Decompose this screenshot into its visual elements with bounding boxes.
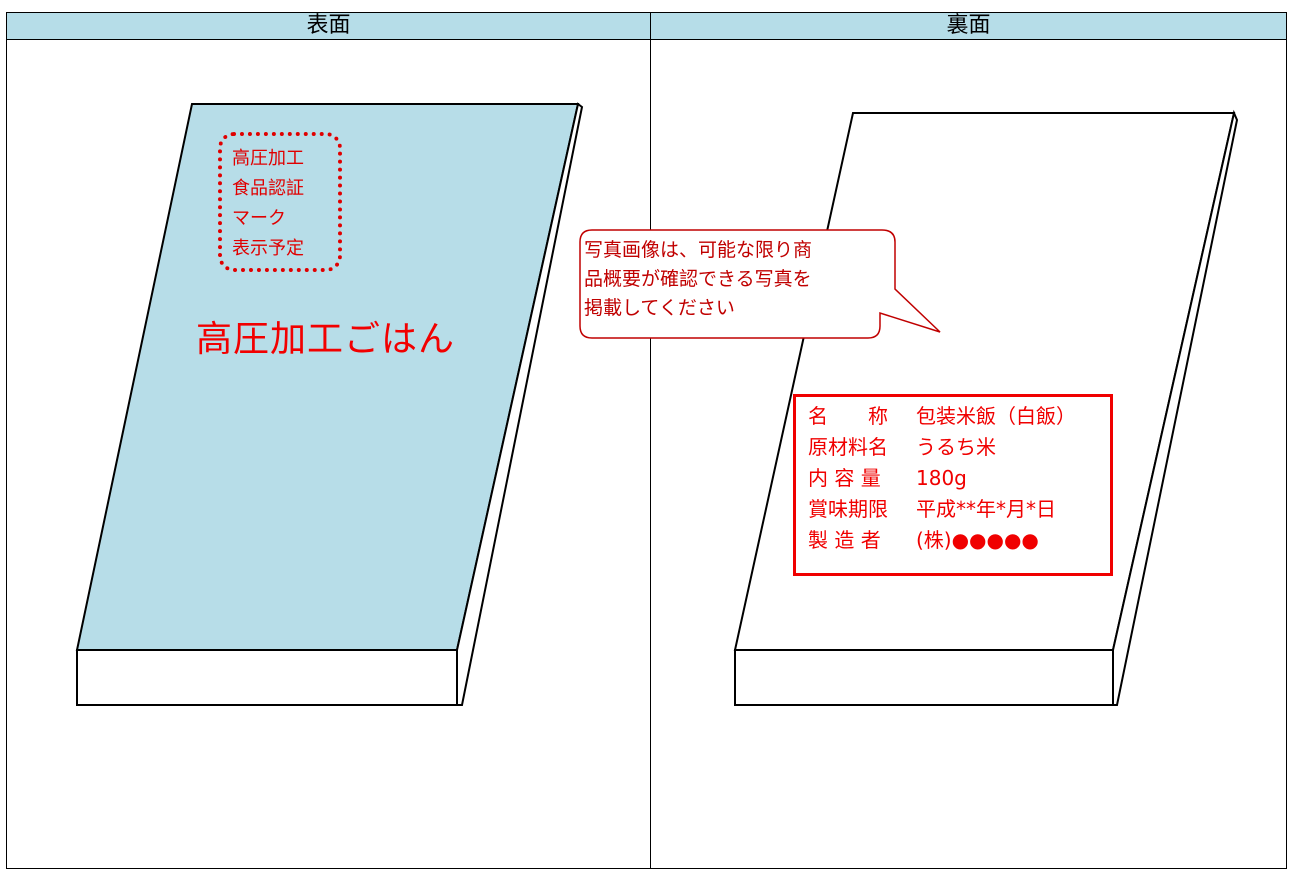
label-value: 180g bbox=[916, 466, 967, 490]
food-label: 名 称 包装米飯（白飯） 原材料名 うるち米 内 容 量 180g 賞味期限 平… bbox=[793, 394, 1113, 576]
label-row: 製 造 者 (株)●●●●● bbox=[808, 525, 1110, 556]
mark-line: マーク bbox=[232, 208, 286, 229]
label-row: 名 称 包装米飯（白飯） bbox=[808, 401, 1110, 432]
mark-line: 食品認証 bbox=[232, 178, 304, 199]
label-key: 内 容 量 bbox=[808, 466, 881, 490]
label-value: (株)●●●●● bbox=[916, 528, 1039, 552]
front-package-edge bbox=[76, 649, 458, 706]
label-value: うるち米 bbox=[916, 435, 996, 459]
label-key: 原材料名 bbox=[808, 435, 888, 459]
label-key: 製 造 者 bbox=[808, 528, 881, 552]
mark-line: 高圧加工 bbox=[232, 148, 304, 169]
label-value: 平成**年*月*日 bbox=[916, 497, 1056, 521]
back-package-side bbox=[1112, 109, 1239, 706]
label-row: 内 容 量 180g bbox=[808, 463, 1110, 494]
front-package-side bbox=[456, 102, 584, 706]
mark-line: 表示予定 bbox=[232, 238, 304, 259]
callout-bubble bbox=[579, 229, 941, 339]
label-row: 賞味期限 平成**年*月*日 bbox=[808, 494, 1110, 525]
callout-line: 写真画像は、可能な限り商 bbox=[584, 239, 813, 261]
header-front: 表面 bbox=[6, 12, 651, 40]
callout-line: 掲載してください bbox=[584, 297, 735, 319]
label-value: 包装米飯（白飯） bbox=[916, 404, 1076, 428]
certification-mark-placeholder: 高圧加工 食品認証 マーク 表示予定 bbox=[218, 132, 342, 272]
label-key: 賞味期限 bbox=[808, 497, 888, 521]
callout-line: 品概要が確認できる写真を bbox=[584, 268, 812, 290]
callout-text: 写真画像は、可能な限り商 品概要が確認できる写真を 掲載してください bbox=[584, 236, 894, 323]
label-row: 原材料名 うるち米 bbox=[808, 432, 1110, 463]
label-key: 名 称 bbox=[808, 404, 888, 428]
back-package-edge bbox=[734, 649, 1114, 706]
product-name: 高圧加工ごはん bbox=[196, 319, 456, 360]
